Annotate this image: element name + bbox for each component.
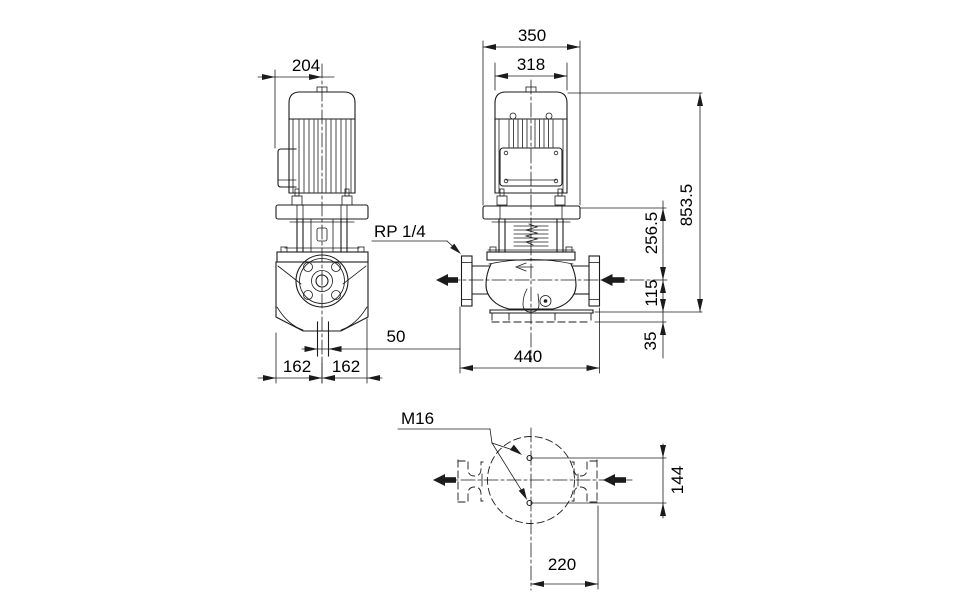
terminal-box-side xyxy=(277,148,297,188)
lantern-front xyxy=(487,218,575,253)
volute-side xyxy=(275,246,369,357)
mounting-flange-plate xyxy=(482,205,581,220)
flow-arrow-outlet xyxy=(436,274,458,286)
side-view: 204 50 162 162 xyxy=(257,56,461,385)
label-m16: M16 xyxy=(397,409,527,500)
dim-50-text: 50 xyxy=(387,327,406,346)
dim-220: 220 xyxy=(530,505,599,590)
discharge-flange xyxy=(460,255,473,307)
mounting-flange-plate xyxy=(275,204,369,220)
suction-flange-hidden xyxy=(571,459,598,504)
dim-220-text: 220 xyxy=(548,555,576,574)
seal-spring xyxy=(524,223,539,246)
label-rp-quarter: RP 1/4 xyxy=(371,222,461,254)
bolt-hole xyxy=(303,262,313,272)
dim-162-left-text: 162 xyxy=(283,357,311,376)
dim-115-text: 115 xyxy=(642,279,661,306)
dim-350: 350 xyxy=(482,26,581,206)
rp-quarter-text: RP 1/4 xyxy=(374,222,426,241)
dim-162-right-text: 162 xyxy=(332,357,360,376)
motor-stool-front xyxy=(482,188,581,220)
dim-440-text: 440 xyxy=(514,347,542,366)
flow-arrow-inlet xyxy=(600,274,625,286)
motor-fins xyxy=(298,119,347,193)
port-flange-face xyxy=(295,254,349,308)
lifting-eye xyxy=(525,86,537,93)
dim-204: 204 xyxy=(257,56,335,149)
lifting-eye xyxy=(316,86,328,93)
coupling-guard xyxy=(316,227,328,242)
dim-144-text: 144 xyxy=(668,466,687,494)
dim-50: 50 xyxy=(301,327,461,352)
discharge-flange-hidden xyxy=(457,459,484,504)
dim-440: 440 xyxy=(459,306,600,374)
dim-853-5-text: 853.5 xyxy=(677,184,696,227)
dim-350-text: 350 xyxy=(518,26,546,45)
volute-outline-hidden xyxy=(487,436,575,524)
flow-arrow-inlet-top xyxy=(603,474,626,486)
flow-direction-mark xyxy=(514,262,534,272)
top-view: M16 144 220 xyxy=(397,409,687,591)
motor-fins xyxy=(508,119,554,148)
front-view: RP 1/4 350 318 xyxy=(371,26,703,374)
motor-side xyxy=(277,86,356,194)
terminal-box-front xyxy=(499,147,563,187)
dim-204-text: 204 xyxy=(292,56,320,75)
bolt-hole xyxy=(303,290,313,300)
m16-text: M16 xyxy=(401,409,434,428)
bolt-hole xyxy=(331,262,341,272)
dim-162-162: 162 162 xyxy=(257,318,383,384)
baseplate-front xyxy=(489,309,594,323)
motor-stool-side xyxy=(275,188,369,220)
dim-256-5-text: 256.5 xyxy=(642,212,661,255)
flow-arrow-outlet-top xyxy=(433,474,456,486)
dim-318-text: 318 xyxy=(517,55,545,74)
dim-chain-vertical: 853.5 256.5 115 35 xyxy=(567,92,703,359)
volute-front xyxy=(460,246,601,313)
dim-144: 144 xyxy=(531,443,687,519)
dim-318: 318 xyxy=(494,55,568,91)
suction-flange xyxy=(588,255,601,307)
lantern-side xyxy=(284,218,360,253)
bolt-hole xyxy=(331,290,341,300)
seal-window-grid xyxy=(513,225,549,247)
drain-plug xyxy=(539,295,552,307)
motor-front xyxy=(494,86,568,194)
dim-35-text: 35 xyxy=(641,332,660,351)
